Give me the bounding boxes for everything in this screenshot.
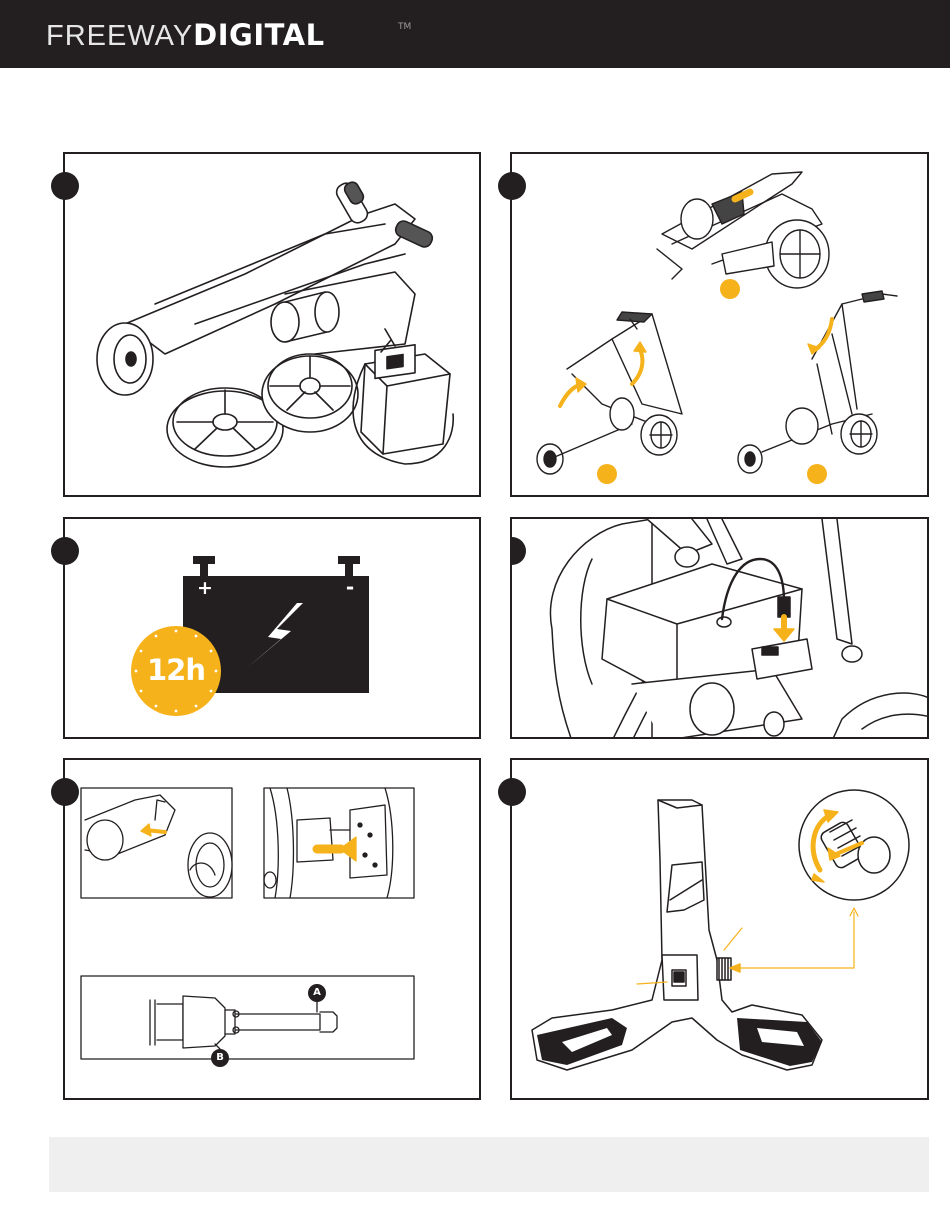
battery-plus-label: + <box>195 577 215 599</box>
step-6-panel <box>510 758 929 1100</box>
unfold-trolley-illustration <box>512 154 931 499</box>
step-4-panel <box>510 517 929 739</box>
battery-minus-label: - <box>340 575 360 599</box>
trolley-parts-illustration <box>65 154 483 499</box>
step-number-marker <box>498 172 526 200</box>
axle-label-a: A <box>311 987 323 999</box>
step-number-marker <box>498 778 526 806</box>
axle-label-b: B <box>214 1052 226 1064</box>
step-number-marker <box>51 778 79 806</box>
trademark-mark: TM <box>398 12 411 42</box>
handle-controls-illustration <box>512 760 931 1102</box>
step-5-panel: A B <box>63 758 481 1100</box>
footer-bar <box>49 1137 929 1192</box>
battery-charge-illustration <box>65 519 483 741</box>
header-bar: FREEWAYDIGITAL TM <box>0 0 950 68</box>
brand-name-light: FREEWAY <box>46 20 193 52</box>
step-number-marker <box>51 537 79 565</box>
brand-logo: FREEWAYDIGITAL TM <box>46 20 325 50</box>
connect-battery-illustration <box>512 519 929 739</box>
step-1-panel <box>63 152 481 497</box>
step-3-panel: + - 12h <box>63 517 481 739</box>
attach-wheels-illustration <box>65 760 483 1102</box>
charge-time-label: 12h <box>136 653 216 687</box>
brand-name-bold: DIGITAL <box>193 18 324 52</box>
step-number-marker <box>51 172 79 200</box>
step-2-panel <box>510 152 929 497</box>
